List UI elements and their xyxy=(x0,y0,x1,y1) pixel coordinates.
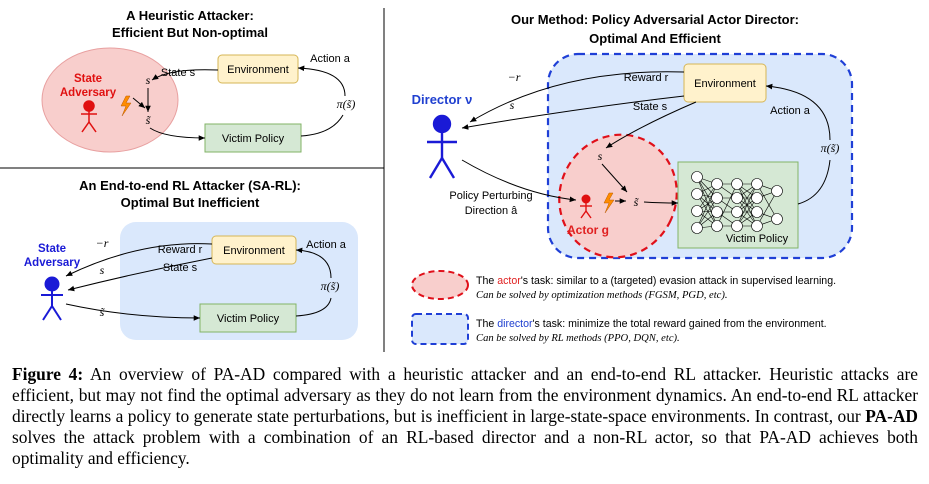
sarl-s-tilde-symbol: s̃ xyxy=(100,305,105,319)
legend-actor-swatch xyxy=(411,270,469,300)
paad-victim-policy-label: Victim Policy xyxy=(726,233,789,245)
paad-arrow-stilde-to-victim xyxy=(643,200,679,206)
paad-s-symbol: s xyxy=(510,98,515,112)
legend-actor-prefix: The xyxy=(476,275,497,287)
sarl-arrow-stilde-to-victim xyxy=(65,303,201,321)
heuristic-s-tilde-symbol: s̃ xyxy=(146,113,151,127)
paad-lightning-icon xyxy=(603,192,615,214)
figure-caption: Figure 4: An overview of PA-AD compared … xyxy=(12,364,918,469)
sarl-reward-label: Reward r xyxy=(158,244,203,256)
heuristic-environment-label: Environment xyxy=(227,64,289,76)
paad-director-stick-figure-icon xyxy=(427,114,457,179)
paad-action-label: Action a xyxy=(770,105,811,117)
heuristic-attacker-panel: A Heuristic Attacker: Efficient But Non-… xyxy=(41,8,356,153)
paad-arrow-pi-to-env xyxy=(765,83,831,141)
legend-actor-word: actor xyxy=(497,275,521,287)
paad-policy-perturbing-line2: Direction â xyxy=(465,205,518,217)
paad-neg-r-symbol: −r xyxy=(508,70,521,84)
legend-director-swatch xyxy=(411,313,469,345)
paad-s-tilde-symbol: s̃ xyxy=(634,195,639,209)
paad-arrow-reward xyxy=(469,71,685,123)
legend-director-word: director xyxy=(497,318,533,330)
paad-state-label: State s xyxy=(633,101,668,113)
paad-neural-network-icon xyxy=(691,171,783,234)
heuristic-state-adversary-line1: State xyxy=(74,73,102,85)
legend-actor-line2: Can be solved by optimization methods (F… xyxy=(476,290,728,301)
legend-director-line1: The director's task: minimize the total … xyxy=(476,318,827,330)
paad-title-line2: Optimal And Efficient xyxy=(589,31,721,46)
sarl-state-adversary-line2: Adversary xyxy=(24,257,81,269)
caption-label: Figure 4: xyxy=(12,364,84,384)
sarl-s-symbol: s xyxy=(100,263,105,277)
caption-text-part1: An overview of PA-AD compared with a heu… xyxy=(12,364,918,426)
legend-actor-rest: 's task: similar to a (targeted) evasion… xyxy=(521,275,836,287)
heuristic-arrow-stilde-to-victim xyxy=(149,127,206,141)
sarl-pi-label: π(s̃) xyxy=(321,279,340,293)
paad-reward-label: Reward r xyxy=(624,72,669,84)
heuristic-arrow-adv-to-s xyxy=(132,97,146,109)
paad-actor-stick-figure-icon xyxy=(580,194,592,219)
paad-arrow-victim-to-pi xyxy=(797,159,831,205)
heuristic-pi-label: π(s̃) xyxy=(337,97,356,111)
paad-panel: Our Method: Policy Adversarial Actor Dir… xyxy=(412,12,854,260)
paad-environment-box xyxy=(683,63,767,103)
paad-director-label: Director ν xyxy=(412,92,473,107)
paad-arrow-director-to-actor xyxy=(461,159,577,203)
sarl-environment-label: Environment xyxy=(223,245,285,257)
legend-director-line2: Can be solved by RL methods (PPO, DQN, e… xyxy=(476,333,680,344)
legend-director-prefix: The xyxy=(476,318,497,330)
sarl-action-label: Action a xyxy=(306,239,347,251)
paad-arrow-state-to-director xyxy=(461,95,685,130)
caption-text-part2: solves the attack problem with a combina… xyxy=(12,427,918,468)
heuristic-arrow-env-to-s xyxy=(151,69,219,81)
sarl-arrow-reward xyxy=(65,243,213,277)
paad-arrow-s-to-stilde xyxy=(601,163,628,193)
heuristic-victim-policy-label: Victim Policy xyxy=(222,133,285,145)
pa-ad-overview-figure: A Heuristic Attacker: Efficient But Non-… xyxy=(0,8,854,352)
heuristic-action-label: Action a xyxy=(310,53,351,65)
paad-s-inner-symbol: s xyxy=(598,149,603,163)
sarl-victim-policy-label: Victim Policy xyxy=(217,313,280,325)
sarl-state-label: State s xyxy=(163,262,198,274)
sarl-arrow-state xyxy=(67,257,213,292)
heuristic-stick-figure-icon xyxy=(81,100,97,133)
heuristic-s-symbol: s xyxy=(146,73,151,87)
heuristic-arrow-victim-to-pi xyxy=(300,114,344,137)
sarl-neg-r-symbol: −r xyxy=(96,236,109,250)
paad-title-line1: Our Method: Policy Adversarial Actor Dir… xyxy=(511,12,799,27)
heuristic-red-region xyxy=(41,47,179,153)
paad-actor-label: Actor g xyxy=(567,223,609,237)
heuristic-state-label: State s xyxy=(161,67,196,79)
paad-policy-perturbing-line1: Policy Perturbing xyxy=(449,190,532,202)
paad-arrow-env-to-actor-s xyxy=(605,101,697,149)
sarl-stick-figure-icon xyxy=(41,276,63,321)
sarl-title-line1: An End-to-end RL Attacker (SA-RL): xyxy=(79,178,301,193)
sarl-arrow-pi-to-env xyxy=(295,247,332,279)
legend-actor-line1: The actor's task: similar to a (targeted… xyxy=(476,275,836,287)
heuristic-lightning-icon xyxy=(120,95,132,117)
heuristic-title-line1: A Heuristic Attacker: xyxy=(126,8,254,23)
sarl-attacker-panel: An End-to-end RL Attacker (SA-RL): Optim… xyxy=(24,178,358,340)
legend: The actor's task: similar to a (targeted… xyxy=(411,270,836,345)
paad-pi-label: π(s̃) xyxy=(821,141,840,155)
caption-bold-name: PA-AD xyxy=(865,406,918,426)
sarl-victim-policy-box xyxy=(199,303,297,333)
heuristic-title-line2: Efficient But Non-optimal xyxy=(112,25,268,40)
sarl-title-line2: Optimal But Inefficient xyxy=(121,195,260,210)
paad-environment-label: Environment xyxy=(694,78,756,90)
heuristic-victim-policy-box xyxy=(204,123,302,153)
sarl-state-adversary-line1: State xyxy=(38,243,66,255)
heuristic-arrow-pi-to-env xyxy=(297,65,346,97)
heuristic-state-adversary-line2: Adversary xyxy=(60,87,117,99)
legend-director-rest: 's task: minimize the total reward gaine… xyxy=(533,318,827,330)
paad-actor-region xyxy=(558,133,678,259)
sarl-arrow-victim-to-pi xyxy=(295,297,332,317)
